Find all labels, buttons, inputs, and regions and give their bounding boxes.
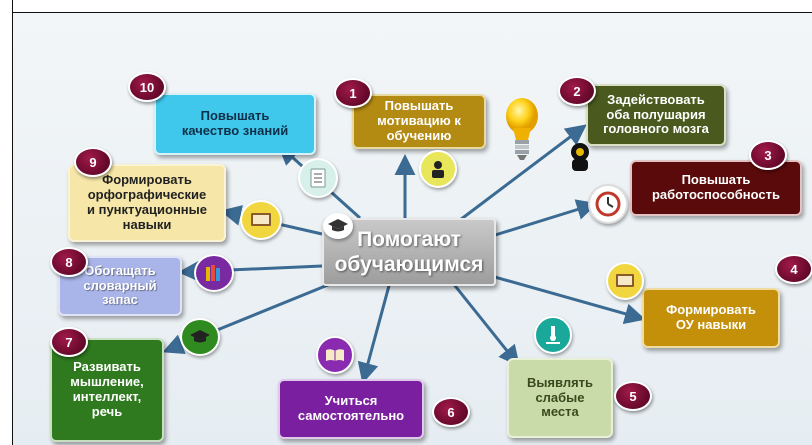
connector-2 bbox=[459, 124, 587, 222]
center-line-2: обучающимся bbox=[334, 253, 484, 276]
item-9-line-2: орфографические bbox=[87, 187, 207, 203]
center-line-1: Помогают bbox=[357, 227, 461, 251]
item-1-line-3: обучению bbox=[386, 127, 452, 143]
left-border bbox=[0, 0, 13, 445]
item-5-box: Выявлять слабые места bbox=[507, 358, 613, 438]
item-4-line-1: Формировать bbox=[666, 302, 756, 318]
connector-3 bbox=[491, 199, 598, 238]
item-2-number: 2 bbox=[558, 76, 596, 106]
item-1-box: Повышать мотивацию к обучению bbox=[352, 94, 486, 149]
item-3-line-2: работоспособность bbox=[651, 187, 781, 202]
item-7-line-2: мышление, bbox=[70, 374, 144, 390]
item-9-number: 9 bbox=[74, 147, 112, 177]
item-2-line-3: головного мозга bbox=[603, 121, 709, 137]
item-8-line-1: Обогащать bbox=[84, 262, 156, 278]
item-1-number: 1 bbox=[334, 78, 372, 108]
item-2-line-1: Задействовать bbox=[607, 91, 705, 107]
light-bulb-icon bbox=[504, 96, 540, 164]
item-9-line-1: Формировать bbox=[102, 172, 192, 188]
item-3-line-1: Повышать bbox=[681, 172, 751, 188]
item-10-box: Повышать качество знаний bbox=[154, 93, 316, 155]
item-5-number: 5 bbox=[614, 381, 652, 411]
connector-6 bbox=[357, 281, 392, 384]
item-1-line-2: мотивацию к bbox=[377, 113, 461, 129]
student-icon bbox=[419, 150, 457, 188]
connector-4 bbox=[469, 268, 646, 325]
checklist-icon bbox=[298, 158, 338, 198]
item-8-line-3: запас bbox=[102, 292, 138, 308]
graduation-cap-icon bbox=[323, 213, 353, 239]
item-6-line-1: Учиться bbox=[324, 393, 378, 409]
item-4-line-2: ОУ навыки bbox=[675, 317, 747, 332]
books-icon bbox=[194, 254, 234, 292]
item-7-line-1: Развивать bbox=[73, 359, 141, 375]
item-10-number: 10 bbox=[128, 72, 166, 102]
chalkboard-icon bbox=[240, 200, 282, 240]
item-4-box: Формировать ОУ навыки bbox=[642, 288, 780, 348]
item-2-line-2: оба полушария bbox=[606, 106, 706, 122]
brain-head-icon bbox=[566, 142, 594, 172]
item-4-number: 4 bbox=[775, 254, 812, 284]
top-border bbox=[0, 0, 812, 13]
item-10-line-2: качество знаний bbox=[181, 123, 289, 138]
item-8-line-2: словарный bbox=[83, 277, 157, 293]
item-9-line-3: и пунктуационные bbox=[87, 202, 207, 217]
item-2-box: Задействовать оба полушария головного мо… bbox=[586, 84, 726, 146]
item-6-line-2: самостоятельно bbox=[297, 408, 405, 423]
item-7-line-3: интеллект, bbox=[72, 389, 142, 404]
graduation-cap-icon bbox=[180, 318, 220, 356]
clock-icon bbox=[588, 184, 628, 224]
item-8-number: 8 bbox=[50, 247, 88, 277]
item-5-line-3: места bbox=[541, 404, 579, 420]
microscope-icon bbox=[534, 316, 572, 354]
item-1-line-1: Повышать bbox=[384, 98, 454, 114]
item-7-line-4: речь bbox=[91, 403, 123, 419]
open-book-icon bbox=[316, 336, 354, 374]
item-5-line-1: Выявлять bbox=[526, 374, 594, 390]
item-6-number: 6 bbox=[432, 397, 470, 427]
item-6-box: Учиться самостоятельно bbox=[278, 379, 424, 439]
item-7-number: 7 bbox=[50, 327, 88, 357]
item-5-line-2: слабые bbox=[535, 389, 585, 405]
board-icon bbox=[606, 262, 644, 300]
item-9-box: Формировать орфографические и пунктуацио… bbox=[68, 164, 226, 242]
connector-5 bbox=[450, 281, 520, 367]
item-3-number: 3 bbox=[749, 140, 787, 170]
item-9-line-4: навыки bbox=[122, 216, 172, 232]
item-10-line-1: Повышать bbox=[200, 108, 270, 124]
